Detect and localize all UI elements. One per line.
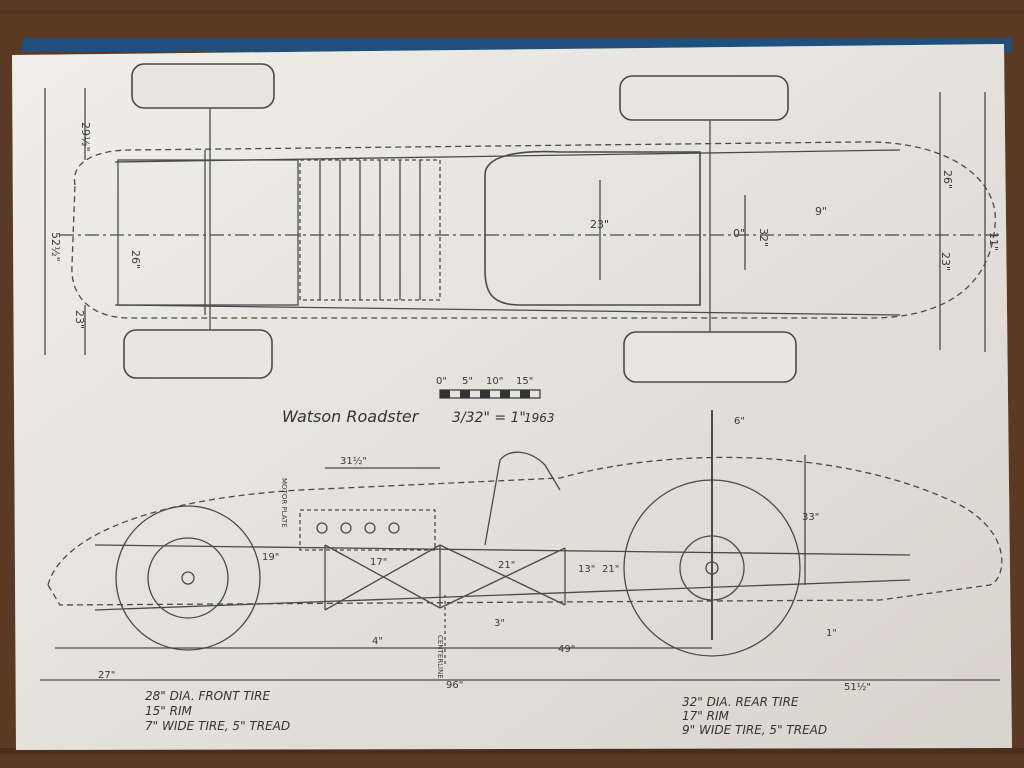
dim-cockpit: 23" — [590, 218, 609, 231]
dim-front-overhang: 27" — [98, 670, 115, 681]
drawing-scale: 3/32" = 1" — [452, 410, 526, 426]
side-front-wheel — [115, 505, 261, 651]
dim-seat-b: 21" — [602, 564, 619, 575]
wood-grain-2 — [0, 748, 1024, 754]
dim-right-lower: 23" — [939, 252, 952, 271]
top-tire-front-left — [131, 63, 275, 109]
side-view — [40, 410, 1003, 681]
dim-ground: 1" — [826, 628, 837, 639]
dim-motor-plate: MOTOR PLATE — [280, 478, 288, 528]
top-rail-lower — [114, 304, 901, 316]
scale-label-10: 10" — [486, 376, 503, 387]
dim-left-width: 52½" — [49, 232, 62, 262]
dim-rear-height: 33" — [802, 512, 819, 523]
drawing-title: Watson Roadster — [282, 407, 420, 426]
dim-seat-a: 13" — [578, 564, 595, 575]
side-body-outline — [47, 456, 1003, 606]
dim-left-upper: 29½" — [79, 122, 92, 152]
rear-tire-notes: 32" DIA. REAR TIRE 17" RIM 9" WIDE TIRE,… — [682, 695, 827, 737]
side-engine — [299, 509, 436, 551]
rear-tire-line-1: 32" DIA. REAR TIRE — [682, 695, 799, 709]
side-roll-bar — [484, 451, 561, 546]
top-view — [44, 63, 1000, 383]
front-tire-line-2: 15" RIM — [145, 704, 192, 718]
dim-right-tail: 11" — [987, 232, 1000, 251]
side-view-labels: 31½" MOTOR PLATE 6" 33" 19" 17" 21" 13" … — [98, 416, 871, 693]
top-cockpit — [484, 150, 701, 306]
front-tire-line-1: 28" DIA. FRONT TIRE — [145, 689, 270, 703]
top-view-labels: 52½" 29½" 23" 26" 23" 0" 32" 9" 26" 23" … — [49, 122, 1000, 329]
scale-label-15: 15" — [516, 376, 533, 387]
wood-grain-1 — [0, 10, 1024, 14]
dim-rear-to-tail: 49" — [558, 644, 575, 655]
drawing-year: 1963 — [524, 411, 555, 425]
scale-bar — [439, 389, 541, 399]
top-front-frame — [117, 159, 299, 306]
rear-tire-line-2: 17" RIM — [682, 709, 729, 723]
dim-left-lower: 23" — [73, 310, 86, 329]
dim-center-a: 0" — [733, 227, 745, 240]
dim-center-c: 9" — [815, 205, 827, 218]
side-frame-bottom — [94, 579, 911, 611]
paper-shade — [12, 44, 1012, 750]
top-tire-front-right — [123, 329, 273, 379]
dim-right-upper: 26" — [941, 170, 954, 189]
dim-lower-a: 4" — [372, 636, 383, 647]
scale-bar-labels: 0" 5" 10" 15" — [436, 376, 533, 387]
front-tire-notes: 28" DIA. FRONT TIRE 15" RIM 7" WIDE TIRE… — [145, 689, 290, 733]
dim-lower-b: 3" — [494, 618, 505, 629]
scale-label-5: 5" — [462, 376, 473, 387]
side-frame-top — [94, 544, 911, 556]
top-engine-block — [299, 159, 441, 301]
dim-cockpit-bay: 21" — [498, 560, 515, 571]
dim-front-axle: 26" — [129, 250, 142, 269]
dim-wheelbase: 96" — [446, 680, 463, 691]
top-body-outline — [71, 141, 996, 319]
side-front-rim — [147, 537, 229, 619]
rear-tire-line-3: 9" WIDE TIRE, 5" TREAD — [682, 723, 827, 737]
dim-top-span: 31½" — [340, 455, 367, 467]
dim-center-b: 32" — [757, 228, 770, 247]
top-tire-rear-right — [623, 331, 797, 383]
dim-roll-bar: 6" — [734, 416, 745, 427]
scale-label-0: 0" — [436, 376, 447, 387]
dim-front-hoop: 19" — [262, 552, 279, 563]
dim-mid-bay: 17" — [370, 557, 387, 568]
dim-centerline: CENTERLINE — [436, 635, 444, 679]
front-tire-line-3: 7" WIDE TIRE, 5" TREAD — [145, 719, 290, 733]
top-tire-rear-left — [619, 75, 789, 121]
dim-rear-overhang: 51½" — [844, 681, 871, 693]
